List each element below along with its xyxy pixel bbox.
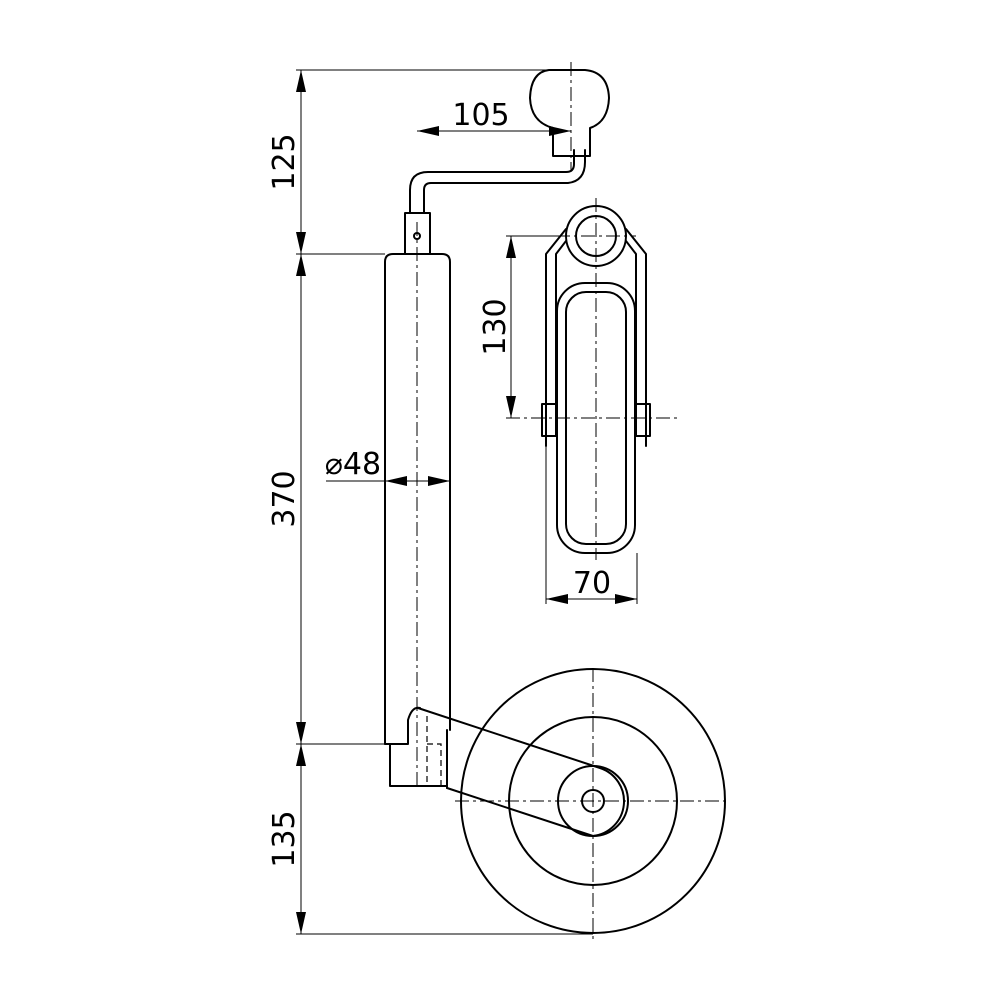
arrow-125-top [296, 70, 306, 92]
arrow-105-right [549, 126, 571, 136]
axle-spacer-right [635, 403, 651, 437]
side-view [384, 62, 726, 940]
dim-tube-length: 370 [267, 470, 302, 527]
front-view [506, 198, 678, 560]
arrow-70-right [615, 594, 637, 604]
arrow-diameter-right [428, 476, 450, 486]
handle-knob [529, 69, 610, 157]
spindle-collar [404, 212, 431, 255]
arrow-135-bottom [296, 912, 306, 934]
wheel-side [455, 668, 726, 940]
dim-handle-height: 125 [267, 133, 302, 190]
axle-spacer-left [541, 403, 557, 437]
dim-tube-diameter: ⌀48 [325, 447, 381, 482]
tube-lower [384, 706, 448, 789]
outer-tube-bottom [384, 706, 421, 745]
crank-rod [409, 149, 586, 214]
arrow-135-top [296, 744, 306, 766]
fork-arm [417, 707, 625, 837]
arrow-130-bottom [506, 396, 516, 418]
dim-wheel-width: 70 [573, 566, 611, 601]
dim-crank-reach: 105 [452, 98, 509, 133]
collar-pin [413, 232, 421, 240]
dim-wheel-height: 135 [267, 810, 302, 867]
arrow-diameter-left [385, 476, 407, 486]
arrow-70-left [546, 594, 568, 604]
arrow-130-top [506, 236, 516, 258]
arrow-370-top [296, 254, 306, 276]
arrow-105-left [417, 126, 439, 136]
arrow-125-bottom [296, 232, 306, 254]
inner-tube [389, 743, 448, 787]
dim-fork-height: 130 [478, 298, 513, 355]
inner-tube-hidden [426, 716, 442, 786]
arrow-370-bottom [296, 722, 306, 744]
dimensions: 125 370 135 105 ⌀48 130 70 [267, 69, 638, 935]
